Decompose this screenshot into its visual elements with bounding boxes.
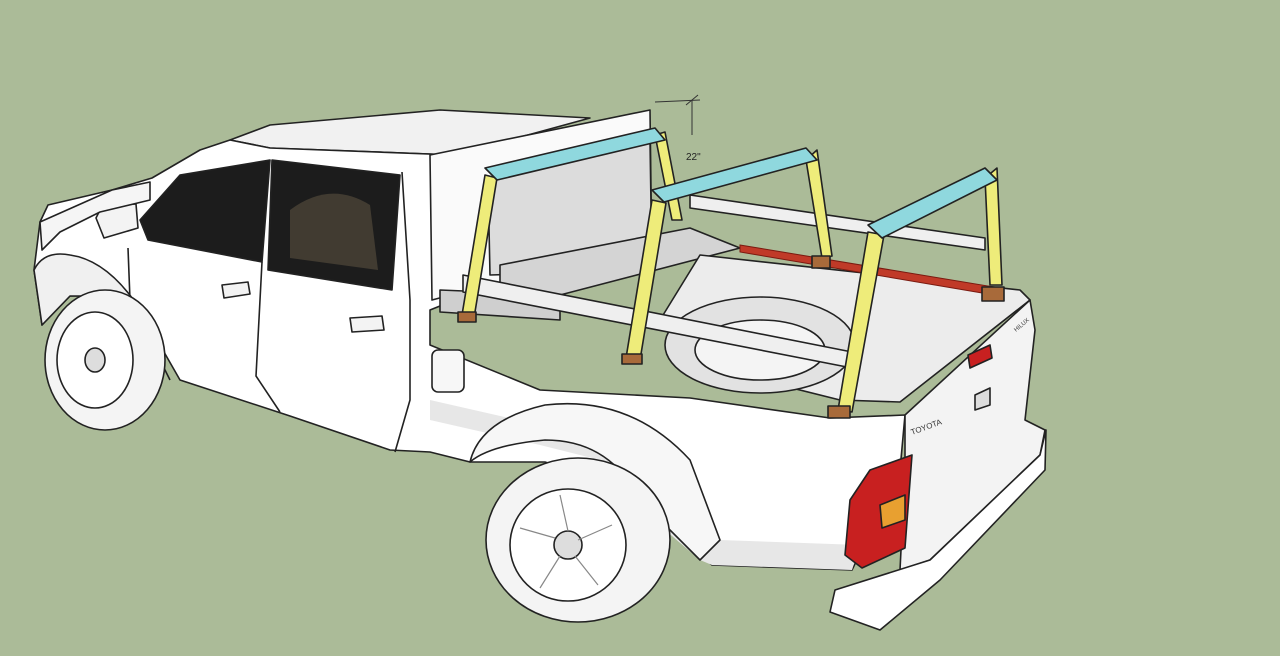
rack-mount-3: [811, 255, 831, 269]
rack-crossbar-2: [651, 147, 818, 203]
seat: [290, 193, 378, 270]
rack-upright-4: [805, 149, 833, 259]
front-door-handle: [221, 281, 251, 299]
tail-light-amber: [879, 494, 906, 529]
front-window: [139, 159, 271, 263]
tailgate-handle: [974, 387, 991, 411]
height-dimension: [654, 94, 701, 135]
rack-mount-4: [827, 405, 851, 419]
rack-mount-5: [981, 286, 1005, 302]
tail-light: [844, 454, 913, 569]
front-hub: [84, 347, 106, 373]
rack-crossbar-1: [484, 127, 666, 181]
rear-bumper: [829, 429, 1047, 631]
rear-wheel-arch: [469, 402, 721, 561]
tailgate-reflector: [967, 344, 993, 369]
height-dimension-label: 22": [686, 152, 701, 163]
rear-door-handle: [349, 315, 385, 333]
rack-upright-6: [984, 167, 1003, 286]
rack-mount-2: [621, 353, 643, 365]
fuel-door: [431, 349, 465, 393]
hood: [39, 181, 151, 251]
center-pillar-seam: [255, 261, 281, 413]
rack-mount-1: [457, 311, 477, 323]
rack-crossbar-3: [867, 167, 998, 239]
rear-door-seam: [394, 171, 411, 453]
rear-hub: [553, 530, 583, 560]
